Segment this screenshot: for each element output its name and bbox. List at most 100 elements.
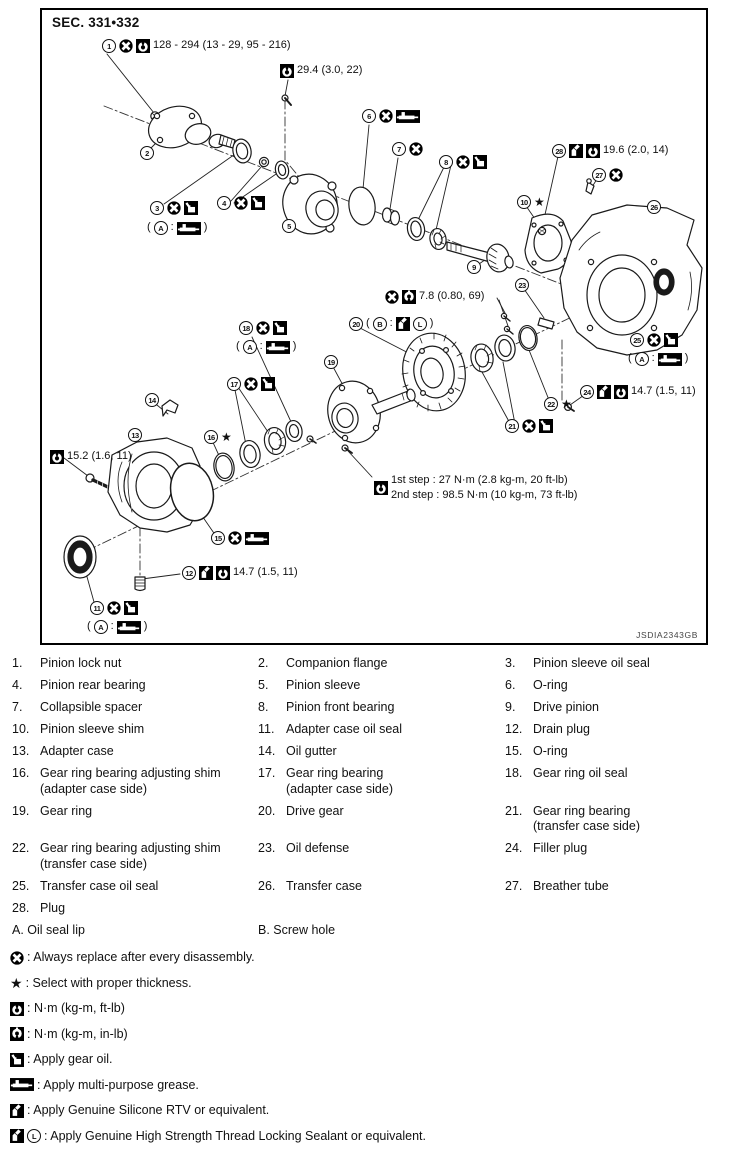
part-number: 14. — [258, 744, 276, 758]
grease-icon — [396, 110, 420, 123]
callout-text: 128 - 294 (13 - 29, 95 - 216) — [153, 39, 291, 52]
part-number-bubble: 8 — [439, 155, 453, 169]
torque-steps-text: 1st step : 27 N·m (2.8 kg-m, 20 ft-lb)2n… — [391, 474, 578, 502]
legend-text: : Apply Genuine Silicone RTV or equivale… — [27, 1103, 270, 1117]
callout-text: 29.4 (3.0, 22) — [297, 64, 363, 77]
letter-note: B. Screw hole — [258, 923, 505, 939]
part-entry: 9.Drive pinion — [505, 700, 738, 716]
gear-oil-icon — [124, 601, 138, 615]
legend-text: : Select with proper thickness. — [25, 975, 192, 990]
callout: 17 — [227, 377, 275, 391]
torque-inlb-icon — [10, 1027, 24, 1041]
part-label: Pinion lock nut — [40, 656, 122, 670]
figure-code: JSDIA2343GB — [636, 630, 698, 640]
part-label: Gear ring — [40, 803, 93, 818]
legend-item: : N·m (kg-m, in-lb) — [10, 1026, 745, 1043]
part-entry: 24.Filler plug — [505, 841, 738, 872]
callout-text: 19.6 (2.0, 14) — [603, 144, 669, 157]
legend-text: : Always replace after every disassembly… — [27, 950, 255, 964]
star-icon: ★ — [534, 195, 545, 209]
part-entry: 28. Plug — [12, 901, 258, 917]
part-number-bubble: 24 — [580, 385, 594, 399]
callout: 10★ — [517, 195, 545, 209]
part-number: 16. — [12, 766, 30, 780]
part-number: 6. — [505, 678, 516, 692]
letter-note: A. Oil seal lip — [12, 923, 258, 939]
part-label: O-ring — [533, 678, 568, 692]
part-number: 2. — [258, 656, 269, 670]
callout-text: : — [651, 352, 655, 365]
part-number: 24. — [505, 841, 523, 855]
callout-text: ) — [292, 340, 297, 353]
grease-icon — [266, 341, 290, 354]
part-number-bubble: 16 — [204, 430, 218, 444]
part-number: 7. — [12, 700, 23, 714]
part-number: 18. — [505, 766, 523, 780]
part-entry: 5.Pinion sleeve — [258, 678, 505, 694]
part-number-bubble: 9 — [467, 260, 481, 274]
part-label: Pinion sleeve shim — [40, 722, 145, 736]
part-number: 4. — [12, 678, 23, 692]
callout: 12 14.7 (1.5, 11) — [182, 566, 298, 580]
part-entry: 27.Breather tube — [505, 879, 738, 895]
part-number-bubble: 11 — [90, 601, 104, 615]
legend-text: : Apply gear oil. — [27, 1052, 113, 1066]
callout: 4 — [217, 196, 265, 210]
part-entry: 2. Companion flange — [258, 656, 505, 672]
replace-icon — [234, 196, 248, 210]
callout-text: 14.7 (1.5, 11) — [233, 566, 298, 579]
part-entry: 11.Adapter case oil seal — [258, 722, 505, 738]
part-label: Plug — [40, 900, 66, 915]
circled-letter: A — [153, 221, 168, 235]
grease-icon — [658, 353, 682, 366]
callout: 2 — [140, 146, 154, 160]
pinion-assembly-art — [143, 100, 594, 274]
part-label: Oil gutter — [286, 744, 337, 758]
callout: 8 — [439, 155, 487, 169]
part-number: 28. — [12, 900, 30, 915]
legend-item: : Apply Genuine Silicone RTV or equivale… — [10, 1102, 745, 1119]
callout: 16★ — [204, 430, 232, 444]
grease-icon — [117, 621, 141, 634]
part-number: 27. — [505, 878, 523, 893]
part-entry: 17.Gear ring bearing (adapter case side) — [258, 766, 505, 797]
callout: 22★ — [544, 397, 572, 411]
part-entry: 22.Gear ring bearing adjusting shim (tra… — [12, 841, 258, 872]
part-label: Companion flange — [286, 656, 388, 670]
callout: 19 — [324, 355, 338, 369]
grease-icon — [245, 532, 269, 545]
callout: 24 14.7 (1.5, 11) — [580, 385, 696, 399]
callout: 3 — [150, 201, 198, 215]
replace-icon — [379, 109, 393, 123]
part-entry: 8.Pinion front bearing — [258, 700, 505, 716]
part-entry: 6. O-ring — [505, 678, 738, 694]
legend-text: : N·m (kg-m, in-lb) — [27, 1026, 128, 1041]
replace-icon — [522, 419, 536, 433]
part-number-bubble: 21 — [505, 419, 519, 433]
part-number: 17. — [258, 766, 276, 780]
replace-icon — [409, 142, 423, 156]
callout-text: ( — [147, 221, 151, 234]
legend-item: : Apply multi-purpose grease. — [10, 1077, 745, 1094]
callout-text: ( — [628, 352, 632, 365]
part-number: 12. — [505, 722, 523, 736]
part-number-bubble: 26 — [647, 200, 661, 214]
part-number-bubble: 20 — [349, 317, 363, 331]
replace-icon — [456, 155, 470, 169]
part-number: 5. — [258, 678, 269, 692]
callout: 23 — [515, 278, 529, 292]
star-icon: ★ — [561, 397, 572, 411]
part-number-bubble: 10 — [517, 195, 531, 209]
callout-text: 14.7 (1.5, 11) — [631, 385, 696, 398]
part-number-bubble: 5 — [282, 219, 296, 233]
section-title: SEC. 331•332 — [52, 15, 140, 30]
circled-letter: A — [93, 620, 108, 634]
part-number-bubble: 12 — [182, 566, 196, 580]
gear-oil-icon — [664, 333, 678, 347]
exploded-diagram-art — [42, 10, 706, 643]
part-label: Collapsible spacer — [40, 700, 143, 714]
